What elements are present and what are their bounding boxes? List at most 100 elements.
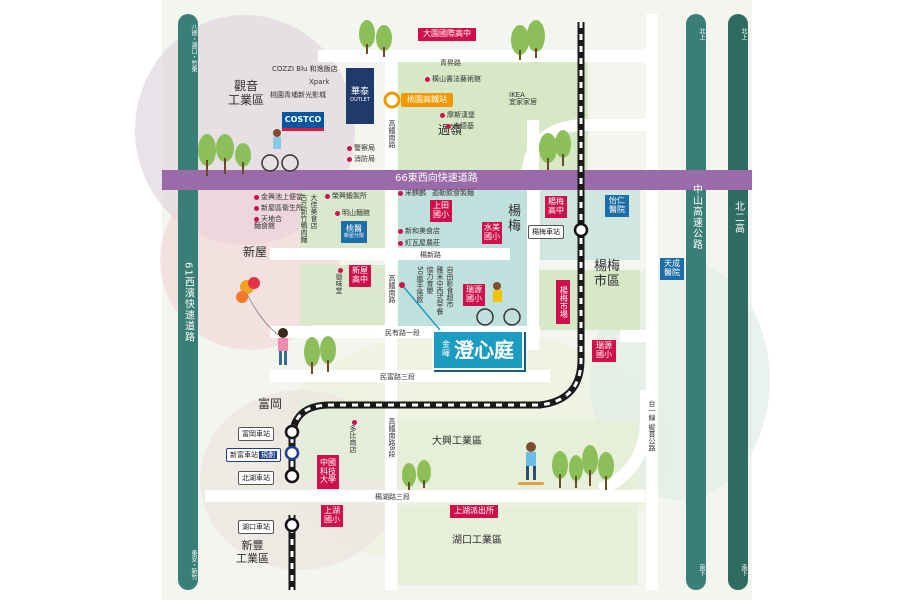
poi-bei-yuan: 自由影食超市	[446, 266, 454, 308]
district-xinfeng: 新豐 工業區	[236, 539, 269, 565]
school-shuimei[interactable]: 水美 國小	[482, 222, 502, 244]
hsr-station[interactable]: 桃園高鐵站	[401, 93, 453, 107]
outlet-name: 華泰	[350, 87, 369, 98]
road-61-top-label: 八德・湖口・竹東	[190, 24, 197, 72]
school-shangtian[interactable]: 上田 國小	[430, 200, 452, 222]
costco-logo[interactable]: COSTCO	[282, 112, 324, 131]
poi-ikea: IKEA 宜家家居	[509, 91, 537, 106]
road-taiyi-label: 台一線 縱貫公路	[648, 400, 656, 452]
station-xinfugang-tag: 規劃	[259, 451, 277, 459]
district-hukou: 湖口工業區	[452, 535, 502, 546]
child-figure	[278, 328, 288, 365]
poi-tiandi: 天地合 麵食館	[254, 215, 282, 230]
district-guanyin: 觀音 工業區	[228, 79, 265, 107]
station-yangmei[interactable]: 楊梅車站	[528, 225, 564, 239]
poi-miqilin: 米麒麟	[398, 190, 426, 197]
road-yangxin-label: 楊新路	[420, 251, 441, 259]
school-xinwu-high[interactable]: 新屋 高中	[349, 265, 371, 287]
district-yangmei: 楊 梅	[508, 204, 522, 234]
poi-breakfast: 雅米中西式早餐	[436, 266, 444, 315]
district-yangmei-city: 楊梅 市區	[594, 259, 621, 289]
cyclist-figure	[261, 129, 299, 172]
cyclist-figure-2	[476, 282, 521, 326]
poi-qingpu: 桃園青埔新光影城	[270, 91, 326, 99]
project-marker[interactable]: 金 暉 澄心庭	[432, 330, 524, 370]
road-minfu-label: 民富路三段	[380, 373, 415, 381]
road-61-west-coast	[178, 14, 198, 590]
yangmei-station-marker[interactable]	[573, 222, 589, 238]
road-gaotie-label: 高鐵南路	[388, 120, 396, 148]
school-daqiao[interactable]: 大園國際高中	[418, 28, 476, 41]
road-zhongshan-label: 中山高速公路	[690, 184, 702, 250]
xinfu-station-marker[interactable]	[284, 445, 300, 461]
poi-mos: 摩斯漢堡	[440, 112, 475, 119]
road-second-top-label: 北上	[740, 28, 747, 40]
expressway-label: 66東西向快速道路	[395, 173, 478, 184]
station-beihu[interactable]: 北湖車站	[238, 471, 274, 485]
station-hukou[interactable]: 湖口車站	[238, 520, 274, 534]
poi-hengshan: 橫山書法藝術館	[425, 76, 481, 83]
school-ruiyuan[interactable]: 瑞源 國小	[463, 284, 485, 306]
school-cust[interactable]: 中國 科技 大學	[317, 455, 339, 489]
poi-jinxing: 金興池上便當	[254, 194, 303, 201]
poi-yangyi: 迦勒飲食製麵	[432, 189, 474, 197]
school-yangmei-market[interactable]: 楊梅市場	[556, 280, 570, 324]
road-61-label: 61西濱快速道路	[182, 261, 194, 343]
poi-rongxing: 榮興鍛製所	[325, 193, 367, 200]
project-name: 澄心庭	[454, 338, 514, 362]
district-fugang: 富岡	[258, 397, 283, 411]
road-61-bottom-label: 東安・新竹	[190, 550, 197, 580]
hospital-taoyi-sub: 新屋分院	[343, 232, 364, 239]
hospital-taoyi-label: 桃醫	[346, 223, 362, 233]
poi-kfc: 肯德基	[446, 123, 474, 130]
poi-childcare: 協力育嬰	[426, 266, 434, 294]
poi-mingshan: 明山麵館	[335, 210, 370, 217]
balloon-decoration	[236, 277, 279, 336]
road-yanghu-label: 楊湖路三段	[375, 493, 410, 501]
poi-xinhe: 新和美食店	[398, 228, 440, 235]
hospital-tiancheng[interactable]: 天成 醫院	[660, 258, 684, 280]
poi-dajia: 大佳美食店	[310, 194, 318, 229]
district-daxing: 大興工業區	[432, 436, 482, 447]
fugang-station-marker[interactable]	[284, 424, 300, 440]
tree-decoration	[198, 20, 614, 487]
poi-hongwa: 紅瓦屋農莊	[398, 240, 440, 247]
hospital-yiren[interactable]: 怡仁 醫院	[605, 195, 629, 217]
road-zhongshan-bottom-label: 南下	[698, 564, 705, 576]
hospital-taoyi[interactable]: 桃醫 新屋分院	[341, 221, 367, 243]
road-second-label: 北二高	[732, 200, 744, 234]
road-61-label-wrap: 61西濱快速道路 八德・湖口・竹東 東安・新竹	[178, 14, 198, 590]
school-ruiyuan-2[interactable]: 瑞源 國小	[592, 340, 616, 362]
road-qingchang-label: 青昇路	[440, 59, 461, 67]
project-prefix: 金 暉	[442, 340, 450, 358]
school-shanghu[interactable]: 上湖 國小	[321, 505, 343, 527]
hsr-marker[interactable]	[383, 91, 401, 109]
road-second-freeway	[728, 14, 748, 590]
outlet-sub: OUTLET	[350, 97, 370, 104]
poi-duobi: 多比商店	[349, 420, 359, 453]
poi-cozzi: COZZI Blu 和逸飯店	[272, 65, 338, 73]
poi-gulu-duck: 古立新竹鴨肉麵	[300, 194, 308, 243]
district-xinwu: 新屋	[243, 245, 268, 259]
road-zhongshan-top-label: 北上	[698, 28, 705, 40]
hukou-station-marker[interactable]	[284, 517, 300, 533]
road-minyou-label: 民有路一段	[385, 329, 420, 337]
police-shanghu[interactable]: 上湖派出所	[450, 505, 498, 518]
beihu-station-marker[interactable]	[284, 468, 300, 484]
expressway-66	[162, 170, 752, 190]
road-second-label-wrap: 北二高 北上 南下	[728, 14, 748, 590]
skateboarder-figure	[518, 442, 544, 485]
road-zhongshan-label-wrap: 中山高速公路 北上 南下	[686, 14, 706, 590]
road-second-bottom-label: 南下	[740, 564, 747, 576]
station-xinfugang-label: 新富車站	[230, 451, 258, 459]
road-gaotie-label-2: 高鐵南路	[388, 275, 396, 303]
poi-weiwei: 嶽味堂	[335, 268, 345, 294]
poi-police-bureau: 警察局	[347, 145, 375, 152]
station-xinfugang[interactable]: 新富車站規劃	[226, 448, 281, 462]
poi-xpark: Xpark	[309, 78, 330, 86]
outlet-huatai[interactable]: 華泰 OUTLET	[346, 68, 374, 124]
school-yangmei-high[interactable]: 楊梅 高中	[545, 196, 567, 218]
station-fugang[interactable]: 富岡車站	[238, 427, 274, 441]
